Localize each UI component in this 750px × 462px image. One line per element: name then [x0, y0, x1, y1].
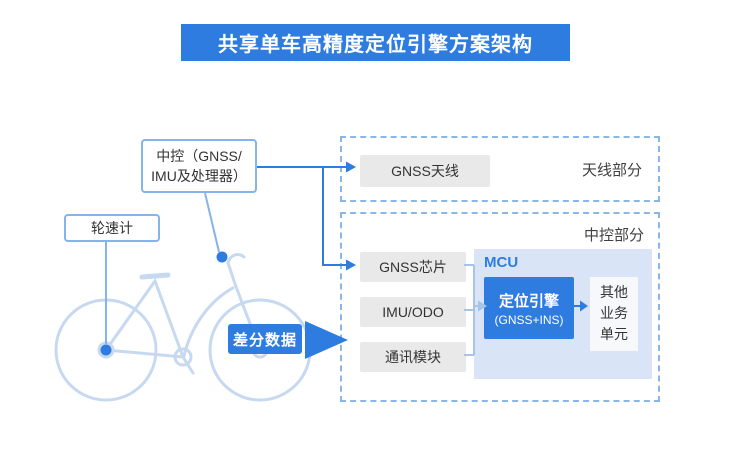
gnss-antenna-box: GNSS天线 — [360, 155, 490, 187]
sensor-dots — [100, 251, 228, 356]
central-control-label-line2: IMU及处理器） — [151, 168, 247, 184]
comm-module-box: 通讯模块 — [360, 342, 466, 372]
positioning-engine-line2: (GNSS+INS) — [494, 312, 564, 327]
mcu-area: MCU 定位引擎 (GNSS+INS) 其他业务单元 — [474, 249, 652, 379]
wheel-speed-label: 轮速计 — [64, 214, 160, 242]
central-control-label: 中控（GNSS/ IMU及处理器） — [141, 139, 257, 193]
mcu-label: MCU — [484, 254, 519, 271]
central-control-connector-line — [204, 192, 220, 253]
antenna-section-label: 天线部分 — [581, 161, 642, 179]
other-business-unit-box: 其他业务单元 — [590, 277, 638, 351]
control-section: 中控部分 GNSS芯片 IMU/ODO 通讯模块 MCU 定位引擎 (GNSS+… — [340, 212, 660, 402]
page-title: 共享单车高精度定位引擎方案架构 — [181, 24, 570, 61]
control-to-modules-lines — [257, 166, 347, 266]
central-control-label-line1: 中控（GNSS/ — [156, 147, 242, 164]
wheel-hub-dot — [100, 344, 112, 356]
antenna-section: GNSS天线 天线部分 — [340, 136, 660, 202]
imu-odo-box: IMU/ODO — [360, 297, 466, 327]
gnss-chip-box: GNSS芯片 — [360, 252, 466, 282]
control-section-label: 中控部分 — [583, 227, 644, 244]
handlebar-dot — [216, 251, 228, 263]
diff-data-tag: 差分数据 — [228, 324, 302, 354]
positioning-engine-line1: 定位引擎 — [498, 292, 559, 310]
positioning-engine-box: 定位引擎 (GNSS+INS) — [484, 277, 574, 339]
